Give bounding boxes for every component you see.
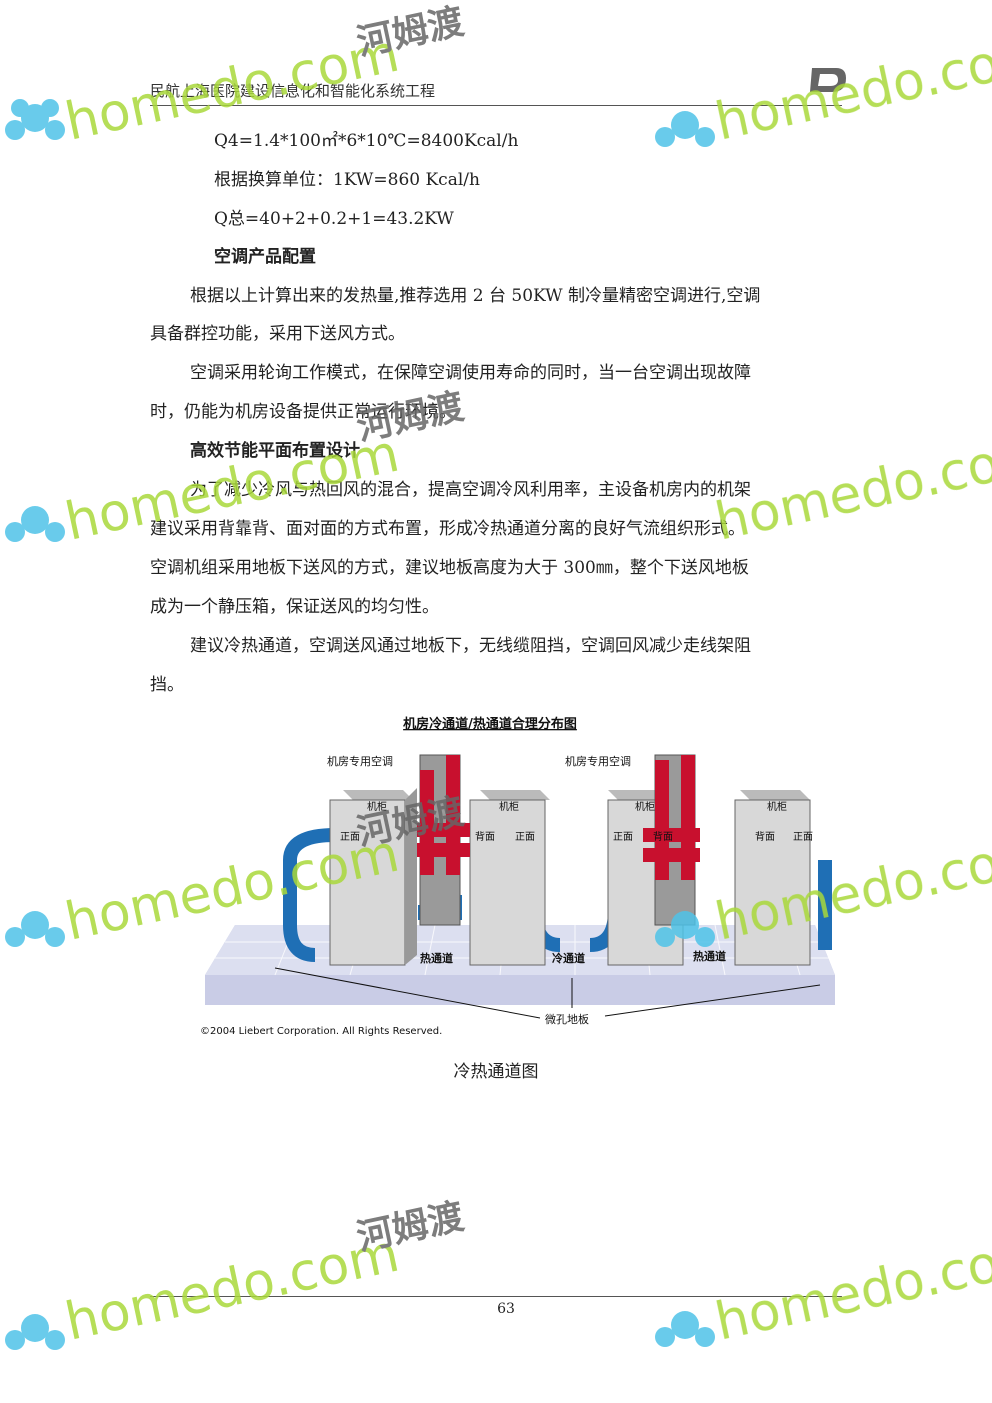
- front-label: 正面: [340, 832, 360, 843]
- watermark-text: homedo.com: [710, 424, 992, 553]
- watermark-text: homedo.com: [710, 24, 992, 153]
- watermark-text: homedo.com: [710, 1224, 992, 1353]
- cabinet-label: 机柜: [499, 800, 519, 813]
- back-label: 背面: [653, 830, 673, 843]
- diagram-title: 机房冷通道/热通道合理分布图: [403, 716, 577, 732]
- front-label: 正面: [613, 832, 633, 843]
- hot-airflow: [417, 755, 700, 880]
- floor-pointer-lines: [274, 967, 821, 1019]
- paragraph-line: 建议采用背靠背、面对面的方式布置，形成冷热通道分离的良好气流组织形式。: [150, 519, 745, 539]
- back-label: 背面: [755, 830, 775, 843]
- watermark-cn: 河姆渡: [353, 1196, 467, 1259]
- cold-hot-aisle-diagram: 机房冷通道/热通道合理分布图 机房专用空调: [200, 716, 835, 1037]
- back-label: 背面: [475, 830, 495, 843]
- floor-label: 微孔地板: [545, 1012, 589, 1026]
- header-divider: [150, 105, 842, 106]
- unit-conversion: 根据换算单位：1KW=860 Kcal/h: [214, 170, 480, 190]
- formula-q4: Q4=1.4*100㎡*6*10℃=8400Kcal/h: [214, 131, 519, 151]
- paragraph-line: 为了减少冷风与热回风的混合，提高空调冷风利用率，主设备机房内的机架: [190, 480, 751, 500]
- hot-aisle-label: 热通道: [420, 951, 453, 965]
- footer-divider: [150, 1296, 842, 1297]
- cabinet-group: [329, 788, 811, 966]
- paragraph-line: 根据以上计算出来的发热量,推荐选用 2 台 50KW 制冷量精密空调进行,空调: [190, 286, 761, 306]
- copyright: ©2004 Liebert Corporation. All Rights Re…: [200, 1026, 442, 1037]
- paragraph-line: 空调机组采用地板下送风的方式，建议地板高度为大于 300㎜，整个下送风地板: [150, 558, 749, 578]
- brand-logo-icon: [810, 68, 846, 92]
- page-number: 63: [497, 1301, 515, 1317]
- front-label: 正面: [515, 832, 535, 843]
- paragraph-line: 时，仍能为机房设备提供正常运行环境。: [150, 402, 456, 422]
- header-title: 民航上海医院建设信息化和智能化系统工程: [150, 82, 436, 100]
- watermark-text: homedo.com: [60, 1224, 404, 1353]
- paragraph-line: 空调采用轮询工作模式，在保障空调使用寿命的同时，当一台空调出现故障: [190, 363, 751, 383]
- cabinet-label: 机柜: [635, 800, 655, 813]
- ac-label-left: 机房专用空调: [327, 754, 393, 768]
- paragraph-line: 成为一个静压箱，保证送风的均匀性。: [150, 597, 439, 617]
- heading-layout-design: 高效节能平面布置设计: [190, 441, 360, 461]
- cabinet-label: 机柜: [767, 800, 787, 813]
- paragraph-line: 挡。: [150, 675, 184, 695]
- watermark-cn: 河姆渡: [353, 1, 467, 64]
- cabinet-label: 机柜: [367, 800, 387, 813]
- formula-total: Q总=40+2+0.2+1=43.2KW: [214, 209, 454, 229]
- paragraph-line: 建议冷热通道，空调送风通过地板下，无线缆阻挡，空调回风减少走线架阻: [190, 636, 751, 656]
- front-label: 正面: [793, 832, 813, 843]
- ac-label-right: 机房专用空调: [565, 754, 631, 768]
- cold-aisle-label: 冷通道: [552, 951, 585, 965]
- heading-ac-config: 空调产品配置: [214, 247, 316, 267]
- hot-aisle-label: 热通道: [693, 949, 726, 963]
- figure-caption: 冷热通道图: [453, 1062, 539, 1082]
- paragraph-line: 具备群控功能，采用下送风方式。: [150, 324, 405, 344]
